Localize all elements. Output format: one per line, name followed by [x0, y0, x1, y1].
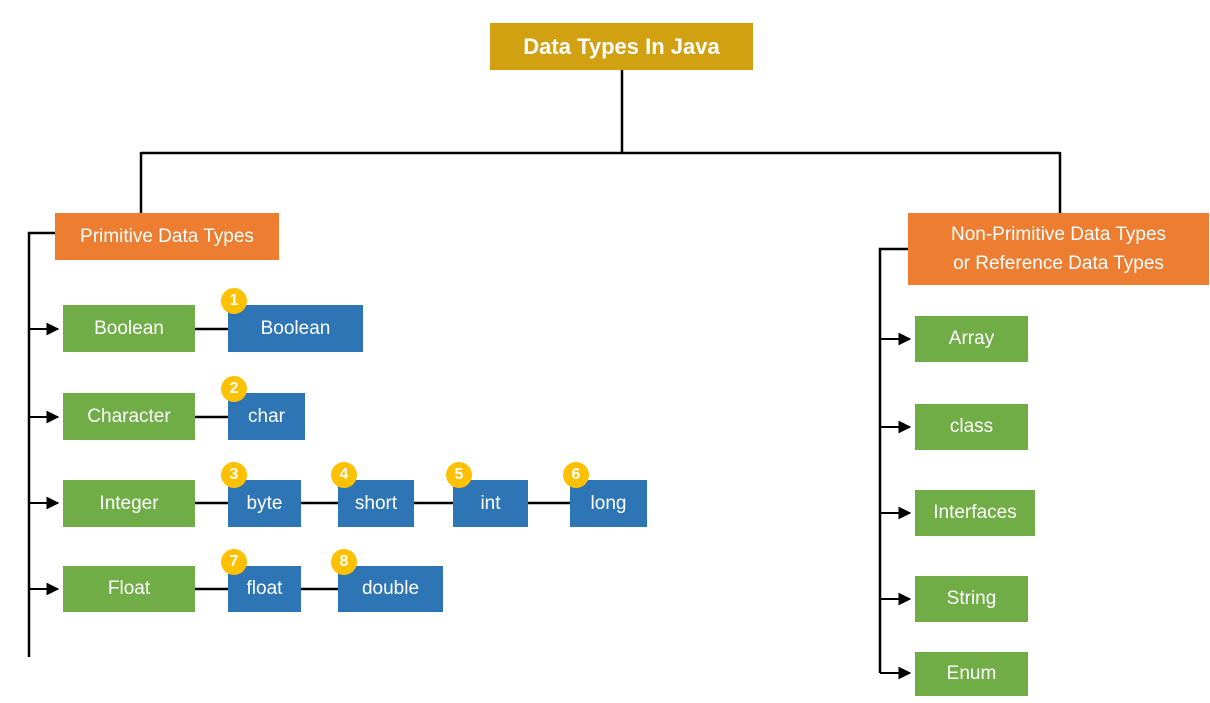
- type-label: char: [248, 405, 285, 427]
- category-box-character: Character: [63, 393, 195, 440]
- type-box-long: long: [570, 480, 647, 527]
- badge-3: 3: [221, 462, 247, 488]
- badge-1: 1: [221, 288, 247, 314]
- type-label: double: [361, 578, 420, 599]
- type-box-boolean: Boolean: [228, 305, 363, 352]
- badge-7: 7: [221, 549, 247, 575]
- category-box-float: Float: [63, 566, 195, 612]
- badge-2: 2: [221, 376, 247, 402]
- item-box-string: String: [915, 576, 1028, 622]
- item-label: Enum: [946, 663, 997, 684]
- type-box-double: double: [338, 566, 443, 612]
- badge-8: 8: [331, 549, 357, 575]
- badge-4: 4: [331, 462, 357, 488]
- item-label: Array: [948, 328, 995, 349]
- type-box-char: char: [228, 393, 305, 440]
- type-box-float: float: [228, 566, 301, 612]
- type-label: Boolean: [260, 317, 331, 339]
- non-primitive-branch-label-line1: Non-Primitive Data Types: [950, 223, 1167, 245]
- type-label: byte: [246, 492, 283, 514]
- badge-6: 6: [563, 462, 589, 488]
- type-box-byte: byte: [228, 480, 301, 527]
- type-label: float: [246, 578, 283, 599]
- category-box-boolean: Boolean: [63, 305, 195, 352]
- item-box-array: Array: [915, 316, 1028, 362]
- type-label: long: [590, 492, 627, 514]
- category-label: Float: [107, 578, 151, 599]
- item-box-class: class: [915, 404, 1028, 450]
- type-box-short: short: [338, 480, 414, 527]
- item-label: Interfaces: [933, 502, 1017, 523]
- type-label: short: [354, 492, 398, 514]
- category-label: Integer: [99, 492, 159, 514]
- primitive-branch-label: Primitive Data Types: [80, 225, 254, 247]
- non-primitive-branch-label-line2: or Reference Data Types: [953, 253, 1164, 274]
- type-label: int: [480, 492, 501, 514]
- category-box-integer: Integer: [63, 480, 195, 527]
- item-label: String: [946, 588, 997, 609]
- primitive-branch-box: Primitive Data Types: [55, 213, 279, 260]
- type-box-int: int: [453, 480, 528, 527]
- category-label: Character: [87, 405, 171, 427]
- badge-5: 5: [446, 462, 472, 488]
- item-label: class: [949, 416, 994, 437]
- title-box: Data Types In Java: [490, 23, 753, 70]
- non-primitive-branch-box: Non-Primitive Data Types or Reference Da…: [908, 213, 1209, 285]
- item-box-interfaces: Interfaces: [915, 490, 1035, 536]
- title-label: Data Types In Java: [523, 33, 720, 59]
- item-box-enum: Enum: [915, 652, 1028, 696]
- category-label: Boolean: [94, 317, 164, 339]
